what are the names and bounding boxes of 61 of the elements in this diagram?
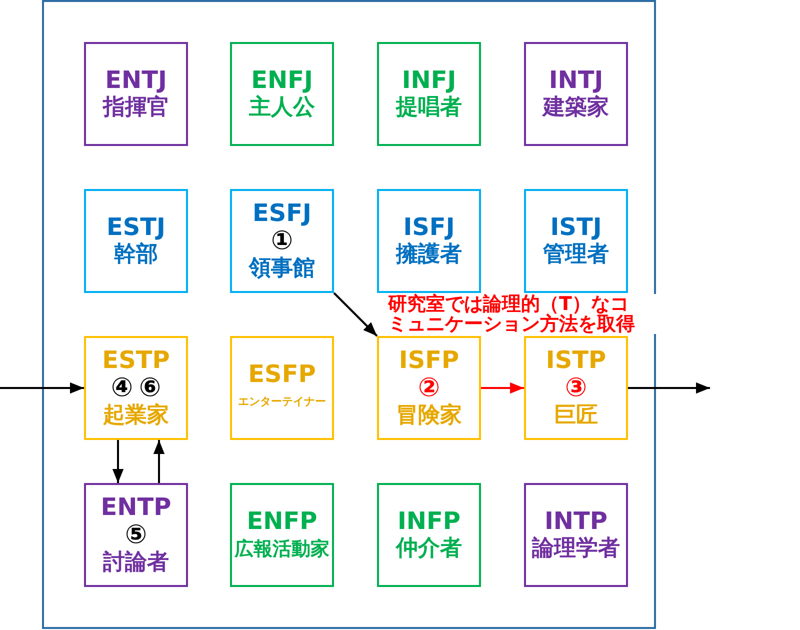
step-number: ④ (110, 374, 133, 402)
type-box (230, 42, 334, 146)
type-name: 冒険家 (396, 402, 462, 430)
type-code: ESFJ (252, 199, 312, 227)
type-box (230, 189, 334, 293)
type-code: ISFP (398, 346, 460, 374)
type-code: ISFJ (403, 213, 455, 241)
type-box (377, 189, 481, 293)
type-box (377, 42, 481, 146)
step-number: ③ (564, 374, 587, 402)
type-name: 擁護者 (396, 241, 462, 269)
type-box (230, 483, 334, 587)
type-name: 指揮官 (103, 94, 169, 122)
type-code: ISTJ (550, 213, 602, 241)
type-box (377, 336, 481, 440)
type-code: ESFP (248, 360, 316, 388)
type-box (524, 42, 628, 146)
type-box (84, 42, 188, 146)
step-number: ① (270, 227, 293, 255)
arrow (0, 382, 84, 394)
type-name: 提唱者 (396, 94, 462, 122)
arrow (112, 440, 124, 483)
arrow (628, 382, 710, 394)
type-name: 広報活動家 (234, 537, 330, 562)
type-name: エンターテイナー (238, 394, 326, 410)
type-code: ENFP (246, 507, 318, 535)
arrow (153, 440, 165, 483)
type-box (524, 483, 628, 587)
step-number: ⑤ (124, 521, 147, 549)
type-name: 論理学者 (532, 535, 620, 563)
type-code: INFJ (402, 66, 456, 94)
type-name: 主人公 (249, 94, 315, 122)
type-box (84, 483, 188, 587)
step-number: ⑥ (139, 374, 162, 402)
arrow (333, 292, 378, 337)
type-code: ESTP (102, 346, 170, 374)
arrow (481, 382, 524, 394)
type-box (230, 336, 334, 440)
type-name: 管理者 (543, 241, 609, 269)
type-name: 領事館 (249, 255, 315, 283)
type-code: INTP (544, 507, 608, 535)
type-code: INTJ (548, 66, 604, 94)
frame-box (42, 0, 656, 629)
type-name: 討論者 (103, 549, 169, 577)
type-name: 起業家 (103, 402, 169, 430)
type-name: 建築家 (543, 94, 609, 122)
type-code: ISTP (546, 346, 606, 374)
type-code: ENTJ (105, 66, 167, 94)
type-name: 巨匠 (554, 402, 598, 430)
step-number: ② (418, 374, 440, 402)
type-box (524, 336, 628, 440)
type-name: 仲介者 (396, 535, 462, 563)
type-name: 幹部 (114, 241, 158, 269)
type-code: ENTP (100, 493, 172, 521)
type-code: ENFJ (251, 66, 313, 94)
type-box (524, 189, 628, 293)
type-box (84, 336, 188, 440)
type-code: INFP (398, 507, 460, 535)
type-code: ESTJ (106, 213, 166, 241)
type-box (84, 189, 188, 293)
type-box (377, 483, 481, 587)
